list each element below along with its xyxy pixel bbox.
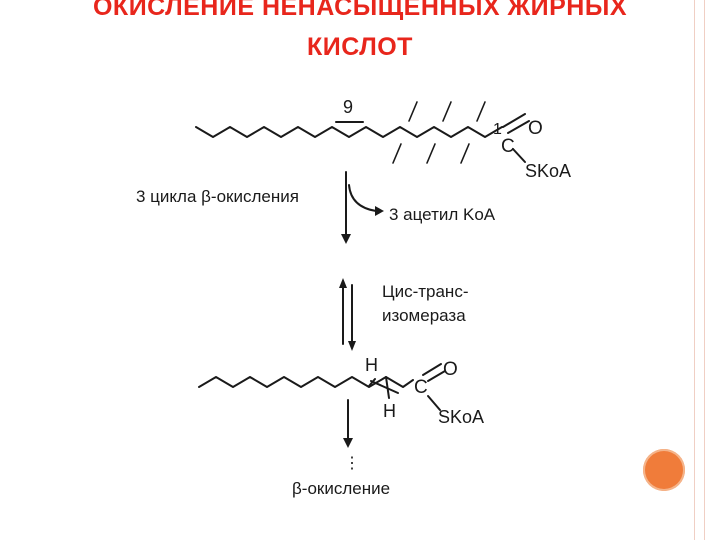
cleavage-mark: [460, 143, 470, 164]
bottom-carbonyl-oxygen: O: [443, 359, 458, 380]
bottom-thioester-bond: [427, 395, 441, 411]
decorative-orange-circle: [643, 449, 685, 491]
equilibrium-arrow-head: [339, 278, 347, 288]
bottom-carbonyl-double-bond: [427, 370, 446, 382]
top-thioester-bond: [512, 148, 526, 163]
bottom-thioester-label: SKoA: [438, 407, 484, 427]
carbon-one-label: 1: [493, 121, 502, 138]
bottom-carbonyl-double-bond: [422, 363, 442, 376]
equilibrium-arrow-head: [348, 341, 356, 351]
branch-arrow-head: [375, 206, 384, 216]
cleavage-mark: [392, 143, 402, 164]
frame-border-line: [704, 0, 705, 540]
bottom-hydrogen-top: H: [365, 355, 378, 375]
final-arrow-head: [343, 438, 353, 448]
bottom-carbonyl-carbon: C: [414, 377, 428, 398]
acetyl-coa-product-label: 3 ацетил KoA: [389, 205, 496, 224]
bottom-carbon-chain: [198, 376, 414, 388]
beta-oxidation-cycles-label: 3 цикла β-окисления: [136, 187, 299, 206]
continuation-dots: ⋮: [344, 455, 360, 472]
top-carbonyl-oxygen: O: [528, 118, 543, 139]
bottom-ch-bond: [368, 378, 376, 387]
top-carbonyl-carbon: C: [501, 136, 515, 157]
isomerase-label-line1: Цис-транс-: [382, 282, 468, 301]
bottom-ch-bond: [385, 376, 390, 399]
slide-title-line2: КИСЛОТ: [307, 33, 413, 61]
final-beta-oxidation-label: β-окисление: [292, 479, 390, 498]
cleavage-mark: [426, 143, 436, 164]
top-carbonyl-double-bond: [502, 113, 526, 128]
top-carbonyl-double-bond: [507, 120, 530, 134]
double-bond-position-label: 9: [343, 97, 353, 117]
frame-border-line: [694, 0, 695, 540]
cleavage-mark: [476, 101, 486, 122]
cleavage-mark: [408, 101, 418, 122]
cleavage-mark: [442, 101, 452, 122]
isomerase-label-line2: изомераза: [382, 306, 466, 325]
reaction-arrow-head: [341, 234, 351, 244]
bottom-double-bond-line: [370, 380, 399, 394]
top-thioester-label: SKoA: [525, 161, 571, 181]
top-carbon-chain: [195, 126, 503, 138]
branch-arrow: [348, 184, 377, 212]
slide-title-line1: ОКИСЛЕНИЕ НЕНАСЫЩЕННЫХ ЖИРНЫХ: [92, 0, 627, 21]
bottom-hydrogen-bottom: H: [383, 401, 396, 421]
